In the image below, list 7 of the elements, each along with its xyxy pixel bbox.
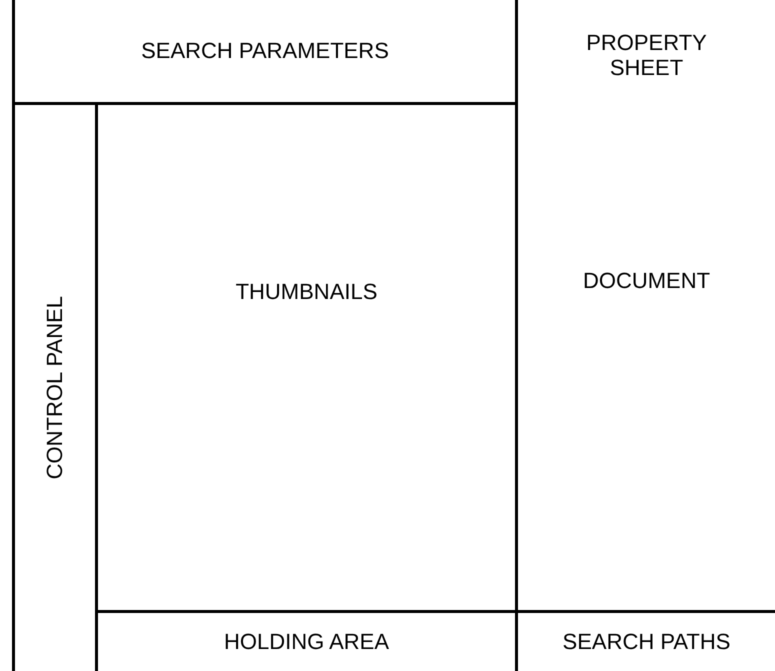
region-label: CONTROL PANEL [42, 296, 68, 480]
region-label: PROPERTY SHEET [585, 30, 708, 80]
region-label: HOLDING AREA [224, 629, 390, 655]
region-label: SEARCH PATHS [562, 629, 730, 655]
region-label: DOCUMENT [582, 268, 710, 294]
region-label: THUMBNAILS [236, 279, 378, 304]
region-label: SEARCH PARAMETERS [141, 38, 389, 64]
